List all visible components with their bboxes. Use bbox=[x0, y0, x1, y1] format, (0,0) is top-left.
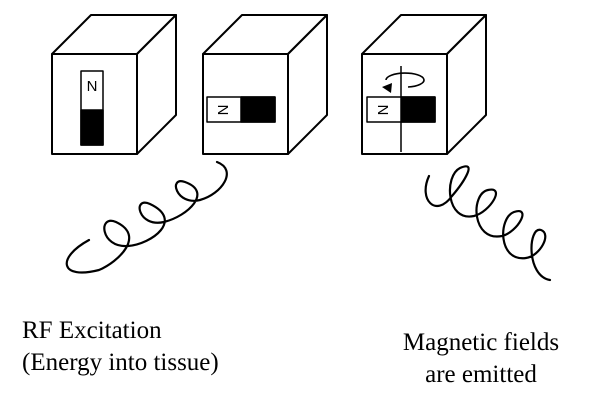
caption-emitted-line-1: Magnetic fields bbox=[403, 329, 559, 356]
caption-rf-line-1: RF Excitation bbox=[22, 317, 162, 344]
cube-3: N bbox=[361, 14, 487, 155]
rotation-arrow-icon bbox=[382, 72, 425, 93]
cube-3-magnet: N bbox=[366, 96, 436, 123]
caption-emitted-line-2: are emitted bbox=[425, 361, 537, 388]
caption-rf-line-2: (Energy into tissue) bbox=[22, 349, 219, 376]
emitted-field-wave bbox=[424, 165, 552, 282]
cube-2: N bbox=[202, 14, 328, 155]
cube-2-magnet: N bbox=[206, 96, 276, 123]
rf-excitation-wave bbox=[65, 160, 228, 274]
cube-2-magnet-label: N bbox=[215, 105, 232, 116]
cube-1-magnet-label: N bbox=[87, 78, 98, 95]
cube-1-magnet: N bbox=[80, 70, 104, 146]
cube-3-magnet-label: N bbox=[375, 105, 392, 116]
cube-1: N bbox=[51, 14, 177, 155]
